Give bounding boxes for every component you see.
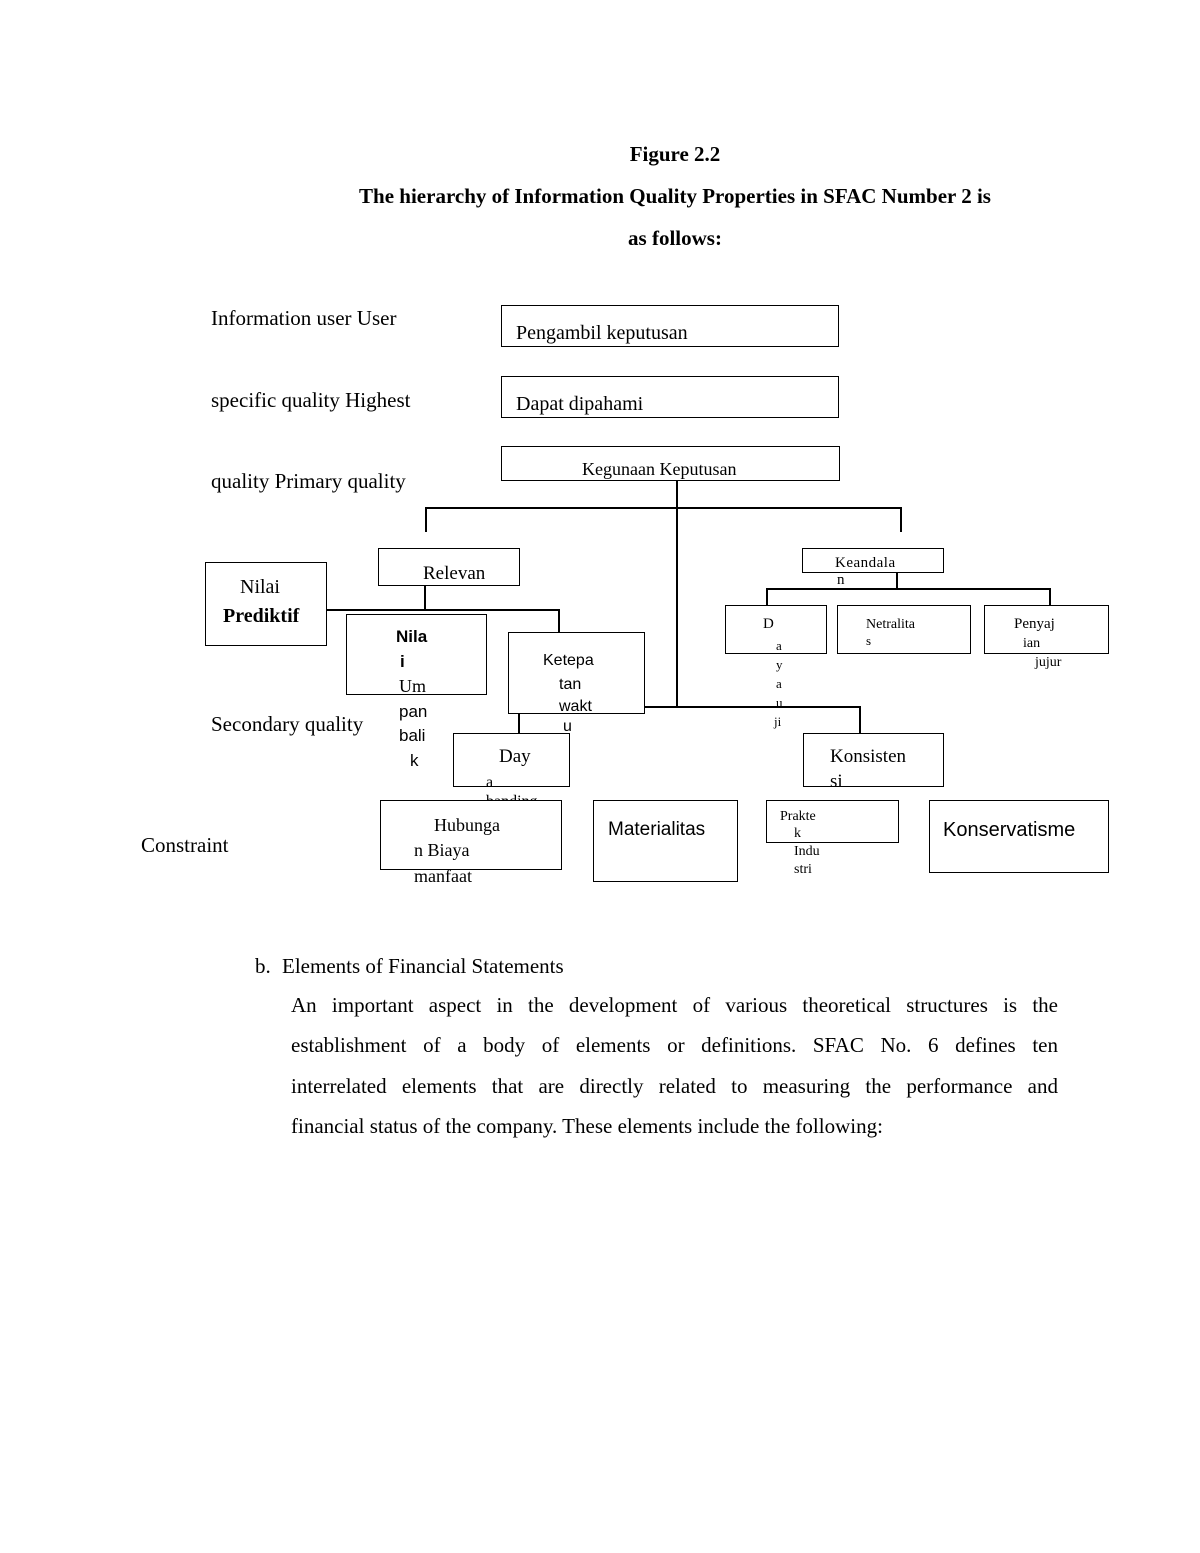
connector-line: [558, 609, 560, 633]
cost-benefit-label: manfaat: [414, 866, 472, 886]
industry-practice-label: stri: [794, 862, 812, 877]
verifiability-label: D: [763, 616, 774, 632]
connector-line: [425, 507, 902, 509]
understandability-box: Dapat dipahami: [501, 376, 839, 418]
reliability-label: n: [837, 572, 845, 588]
figure-number: Figure 2.2: [629, 142, 721, 166]
comparability-label: Day: [499, 746, 531, 767]
section-heading: Elements of Financial Statements: [282, 954, 564, 978]
connector-line: [766, 588, 768, 605]
verifiability-label: ji: [774, 714, 782, 729]
understandability-label: Dapat dipahami: [516, 393, 644, 415]
materiality-label: Materialitas: [608, 819, 706, 840]
consistency-label: si: [830, 771, 843, 792]
predictive-value-box: Nilai Prediktif: [205, 562, 327, 646]
reliability-label: Keandala: [835, 555, 896, 571]
connector-line: [859, 706, 861, 734]
comparability-box: Day a banding: [453, 733, 570, 810]
paragraph-line: interrelated elements that are directly …: [291, 1073, 1058, 1098]
figure-title-line-1: The hierarchy of Information Quality Pro…: [359, 184, 991, 208]
level-label-constraint: Constraint: [141, 833, 229, 857]
paragraph-line: An important aspect in the development o…: [291, 993, 1058, 1017]
verifiability-box: D a y a u ji: [725, 605, 827, 728]
cost-benefit-label: Hubunga: [434, 815, 500, 835]
verifiability-label: a: [776, 676, 782, 691]
industry-practice-box: Prakte k Indu stri: [766, 800, 899, 877]
industry-practice-label: k: [794, 826, 801, 841]
conservatism-label: Konservatisme: [943, 819, 1076, 841]
connector-line: [518, 706, 520, 734]
representational-faithfulness-label: Penyaj: [1014, 616, 1055, 632]
predictive-value-label: Prediktif: [223, 605, 300, 627]
feedback-value-label: bali: [399, 726, 426, 745]
cost-benefit-label: n Biaya: [414, 840, 470, 860]
consistency-label: Konsisten: [830, 746, 906, 767]
section-marker: b.: [255, 954, 271, 978]
neutrality-box: Netralita s: [837, 605, 971, 654]
timeliness-label: tan: [559, 676, 582, 693]
representational-faithfulness-box: Penyaj ian jujur: [984, 605, 1109, 670]
decision-maker-box: Pengambil keputusan: [501, 305, 839, 347]
relevance-label: Relevan: [423, 563, 486, 584]
paragraph-line: financial status of the company. These e…: [291, 1114, 883, 1139]
feedback-value-box: Nila i Um pan bali k: [346, 614, 487, 769]
industry-practice-label: Indu: [794, 844, 820, 859]
relevance-box: Relevan: [378, 548, 520, 586]
feedback-value-label: pan: [399, 702, 428, 721]
industry-practice-label: Prakte: [780, 809, 816, 824]
consistency-box: Konsisten si: [803, 733, 944, 791]
verifiability-label: y: [776, 657, 783, 672]
connector-line: [1049, 588, 1051, 605]
feedback-value-label: i: [400, 652, 405, 671]
connector-line: [518, 706, 861, 708]
neutrality-label: s: [866, 633, 872, 648]
connector-line: [327, 609, 560, 611]
level-label-primary: quality Primary quality: [211, 469, 406, 493]
neutrality-label: Netralita: [866, 617, 915, 632]
decision-usefulness-box: Kegunaan Keputusan: [501, 446, 840, 481]
connector-line: [676, 480, 678, 707]
level-label-secondary: Secondary quality: [211, 712, 364, 736]
section-paragraph: An important aspect in the development o…: [291, 985, 1058, 1147]
level-label-user: Information user User: [211, 306, 397, 330]
reliability-box: Keandala n: [802, 548, 944, 588]
predictive-value-label: Nilai: [240, 576, 280, 598]
feedback-value-label: Um: [399, 676, 426, 696]
connector-line: [425, 507, 427, 532]
feedback-value-label: k: [410, 751, 419, 770]
connector-line: [424, 585, 426, 610]
representational-faithfulness-label: ian: [1023, 636, 1041, 651]
timeliness-box: Ketepa tan wakt u: [508, 632, 645, 735]
timeliness-label: u: [563, 718, 572, 735]
representational-faithfulness-label: jujur: [1035, 655, 1062, 670]
verifiability-label: u: [776, 695, 783, 710]
comparability-label: a: [486, 774, 494, 791]
cost-benefit-box: Hubunga n Biaya manfaat: [380, 800, 562, 885]
decision-maker-label: Pengambil keputusan: [516, 322, 688, 344]
materiality-box: Materialitas: [593, 800, 738, 882]
feedback-value-label: Nila: [396, 627, 428, 646]
paragraph-line: establishment of a body of elements or d…: [291, 1033, 1058, 1058]
connector-line: [900, 507, 902, 532]
verifiability-label: a: [776, 638, 782, 653]
conservatism-box: Konservatisme: [929, 800, 1109, 873]
level-label-specific: specific quality Highest: [211, 388, 411, 412]
decision-usefulness-label: Kegunaan Keputusan: [582, 459, 737, 479]
timeliness-label: Ketepa: [543, 652, 594, 669]
figure-title-line-2: as follows:: [628, 226, 722, 250]
connector-line: [766, 588, 1051, 590]
timeliness-label: wakt: [559, 698, 592, 715]
connector-line: [896, 572, 898, 590]
